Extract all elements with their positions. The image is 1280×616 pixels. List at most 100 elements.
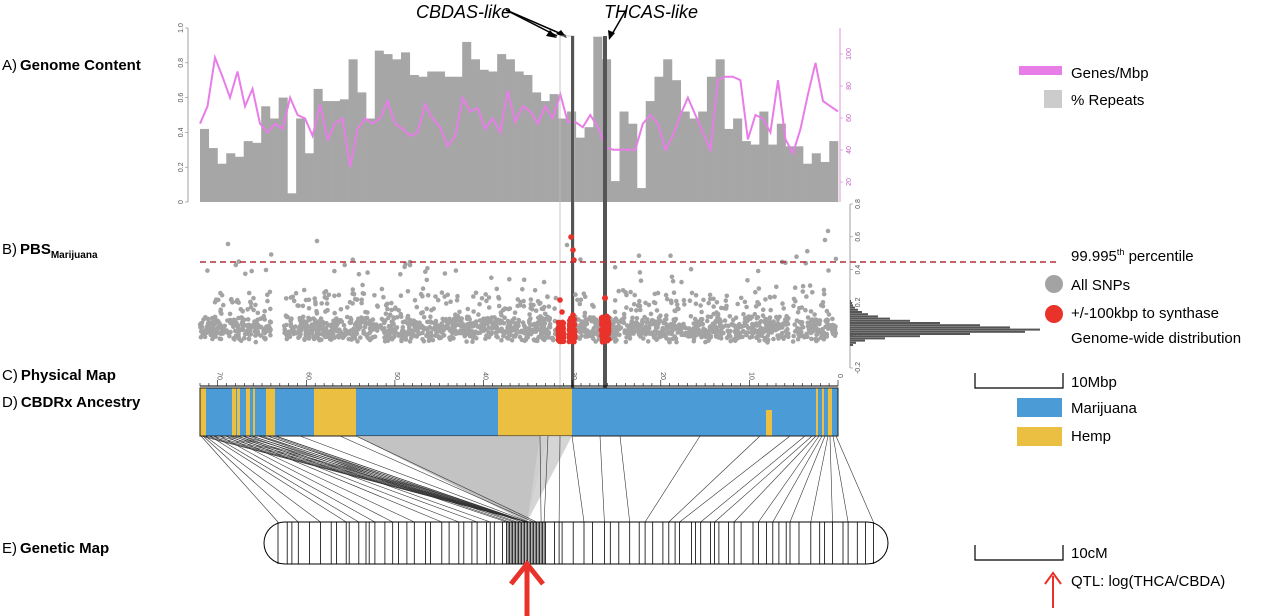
map-connection-line [789,435,826,523]
snp-point [693,293,699,298]
repeats-bar [418,76,428,202]
synthase-snp-point [572,328,578,335]
snp-point [616,288,621,294]
repeats-bar [514,71,524,202]
snp-point [714,300,720,305]
snp-point [245,325,251,330]
snp-point [546,317,552,323]
snp-point [331,324,336,329]
genes-tick-label: 100 [846,48,853,60]
snp-point [762,326,767,332]
snp-point [674,298,679,304]
snp-point [471,294,476,299]
snp-point [462,333,468,339]
repeats-bar [794,146,804,202]
snp-outlier [314,238,320,244]
synthase-snps-points [555,234,612,345]
repeats-bar [313,88,323,202]
ancestry-bar [199,387,839,437]
snp-point [667,330,673,336]
snp-point [634,315,640,321]
snp-point [246,336,252,342]
snp-outlier [263,267,269,273]
snp-point [290,326,296,332]
snp-point [502,315,507,321]
repeats-tick-label: 0.2 [178,162,185,172]
snp-point [635,321,641,327]
snp-point [743,330,749,336]
snp-point [583,328,589,333]
snp-point [737,321,742,327]
snp-point [696,327,701,333]
snp-point [541,324,547,329]
snp-point [794,318,800,323]
repeats-bar [505,59,515,202]
snp-point [331,320,337,325]
map-connection-line [543,435,549,523]
snp-point [757,338,762,343]
repeats-tick-label: 0 [178,200,185,204]
snp-point [663,292,669,298]
snp-point [486,305,492,310]
snp-point [231,336,236,341]
map-connection-line [233,435,442,523]
repeats-bar [820,161,830,202]
snp-point [545,294,550,299]
map-connection-line [644,435,701,523]
snp-point [442,324,447,330]
snp-point [374,328,380,333]
snp-point [819,329,824,335]
snp-point [205,268,210,273]
snp-point [583,317,588,323]
snp-point [291,331,297,337]
snp-point [325,334,331,340]
snp-point [624,334,629,340]
snp-point [833,256,839,262]
snp-point [431,320,437,326]
snp-point [414,304,420,310]
map-connections [200,435,874,523]
snp-point [363,309,368,315]
physical-tick-label: 70 [216,372,223,380]
snp-point [668,253,673,258]
snp-point [706,300,711,306]
snp-point [465,321,471,327]
snp-point [398,293,404,299]
snp-point [776,325,782,330]
snp-point [238,315,244,320]
snp-point [345,305,350,310]
genes-tick-label: 80 [846,82,853,90]
snp-point [387,312,393,318]
snp-point [698,303,703,308]
snp-point [467,317,473,322]
legend-scale-physical: 10Mbp [1071,374,1117,391]
qtl-legend-arrow [1044,571,1062,608]
snp-point [620,317,626,323]
snp-point [499,338,504,343]
snp-point [495,317,501,323]
snp-point [418,291,424,297]
snp-point [528,302,534,307]
snp-point [772,294,777,300]
snp-point [631,301,637,307]
all-snps-points [197,228,839,345]
snp-point [350,291,355,297]
snp-point [477,301,482,307]
snp-point [254,322,260,328]
snp-point [645,339,651,344]
snp-point [305,324,310,329]
snp-point [812,325,818,331]
snp-point [365,270,370,275]
snp-point [484,298,489,304]
snp-point [671,290,677,296]
snp-point [400,325,406,330]
snp-point [701,327,707,333]
snp-point [673,316,679,322]
snp-point [299,319,305,325]
snp-point [267,289,273,295]
thcas-label: THCAS-like [604,2,698,22]
repeats-tick-label: 1.0 [178,23,185,33]
snp-point [355,326,361,331]
snp-point [643,300,648,306]
snp-point [711,296,716,302]
